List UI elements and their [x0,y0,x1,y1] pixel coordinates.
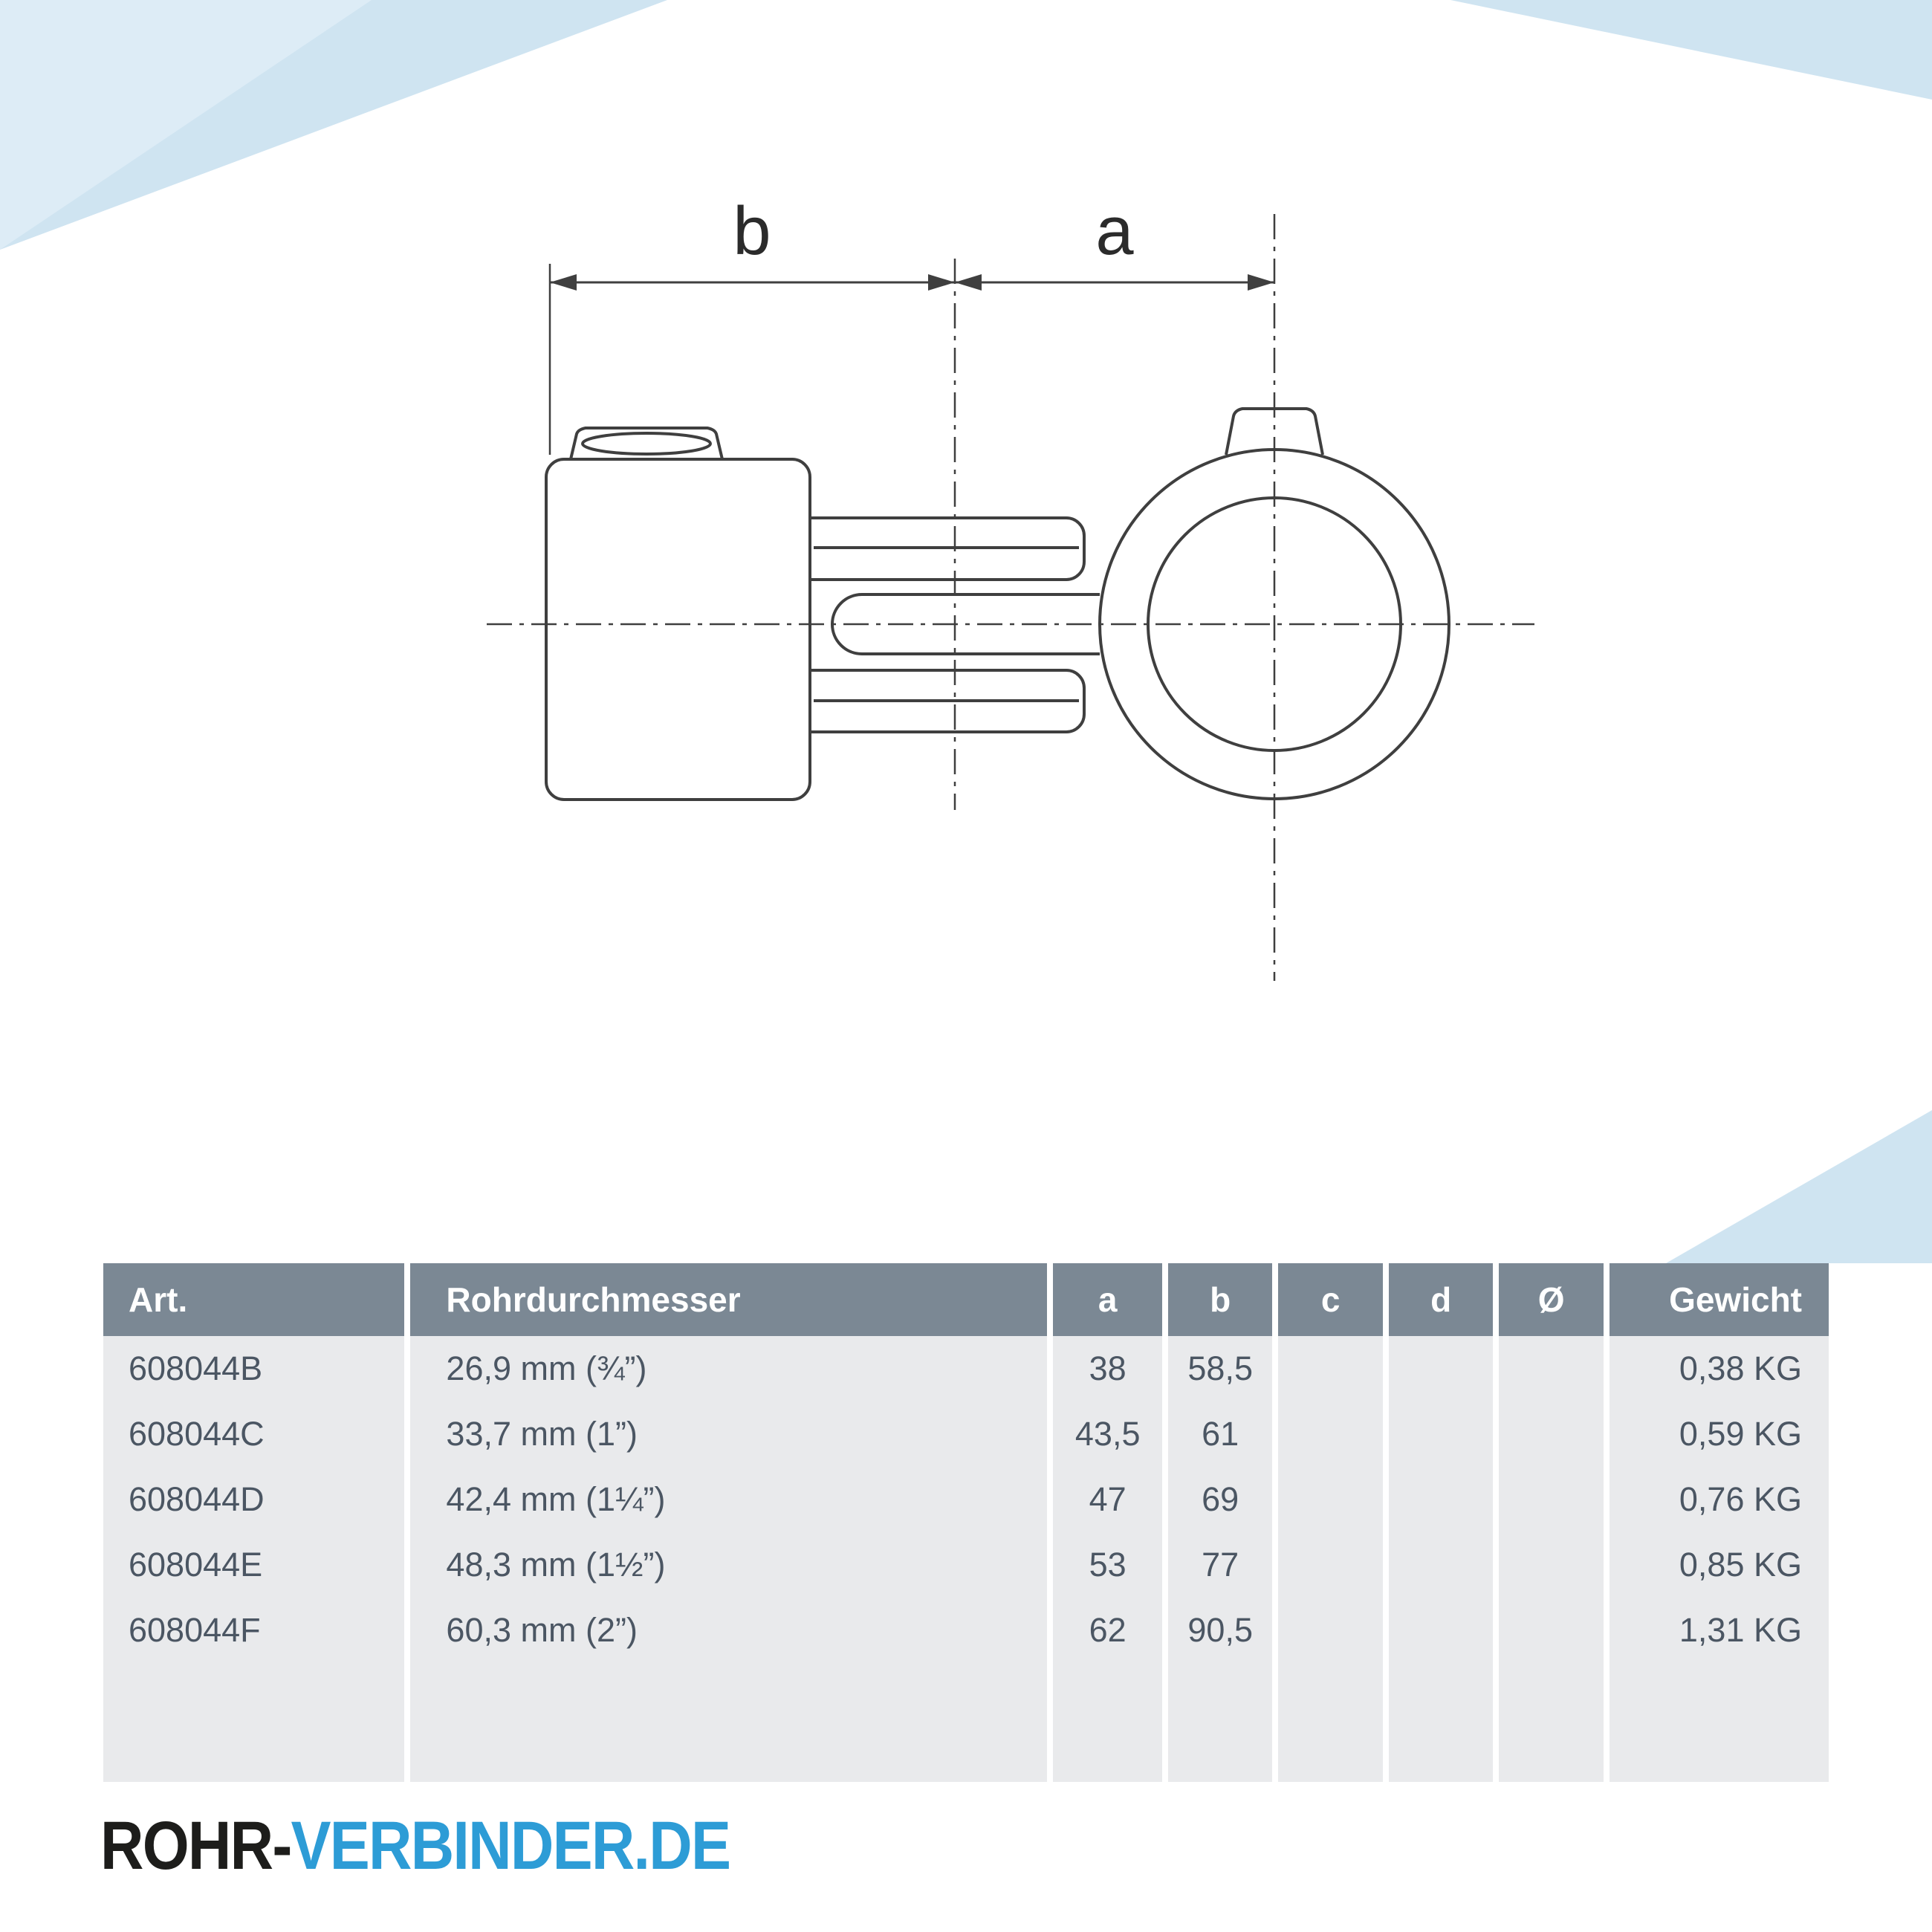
cell-d [1388,1532,1494,1598]
cell-c [1278,1598,1383,1663]
decorative-wedge-mid-right [1666,1110,1932,1263]
side-view-socket [545,427,811,801]
cell-art: 608044D [103,1467,405,1532]
col-header-a: a [1053,1263,1162,1336]
cell-d [1388,1467,1494,1532]
cell-c [1278,1336,1383,1401]
col-header-diameter-symbol: Ø [1499,1263,1604,1336]
cell-a: 53 [1053,1532,1162,1598]
col-header-b: b [1167,1263,1273,1336]
clevis-fork [810,516,1100,733]
cell-weight: 1,31 KG [1609,1598,1829,1663]
cell-b: 61 [1167,1401,1273,1467]
table-row: 608044D 42,4 mm (1¼”) 47 69 0,76 KG [103,1467,1829,1532]
cell-weight: 0,76 KG [1609,1467,1829,1532]
cell-weight: 0,59 KG [1609,1401,1829,1467]
cell-diameter-symbol [1499,1532,1604,1598]
col-header-d: d [1388,1263,1494,1336]
arrowhead-a-left [955,274,982,291]
cell-weight: 0,38 KG [1609,1336,1829,1401]
table-header-row: Art. Rohrdurchmesser a b c d Ø Gewicht [103,1263,1829,1336]
arrowhead-b-left [550,274,577,291]
cell-b: 69 [1167,1467,1273,1532]
cell-diameter-symbol [1499,1598,1604,1663]
cell-b: 58,5 [1167,1336,1273,1401]
cell-d [1388,1401,1494,1467]
cell-a: 62 [1053,1598,1162,1663]
brand-logo-dark-part: ROHR- [100,1808,292,1884]
cell-d [1388,1336,1494,1401]
cell-d [1388,1598,1494,1663]
cell-diameter: 26,9 mm (¾”) [410,1336,1048,1401]
col-header-diameter: Rohrdurchmesser [410,1263,1048,1336]
cell-diameter: 33,7 mm (1”) [410,1401,1048,1467]
dim-label-a: a [1095,193,1134,269]
front-view-ring [1098,407,1450,800]
arrowhead-a-right [1248,274,1274,291]
technical-drawing: b a [487,193,1534,981]
cell-diameter: 42,4 mm (1¼”) [410,1467,1048,1532]
col-header-c: c [1278,1263,1383,1336]
table-row: 608044C 33,7 mm (1”) 43,5 61 0,59 KG [103,1401,1829,1467]
cell-art: 608044C [103,1401,405,1467]
cell-c [1278,1401,1383,1467]
cell-a: 43,5 [1053,1401,1162,1467]
table-row: 608044E 48,3 mm (1½”) 53 77 0,85 KG [103,1532,1829,1598]
cell-diameter-symbol [1499,1401,1604,1467]
cell-diameter-symbol [1499,1336,1604,1401]
cell-art: 608044F [103,1598,405,1663]
cell-b: 90,5 [1167,1598,1273,1663]
dim-label-b: b [733,193,771,269]
cell-a: 38 [1053,1336,1162,1401]
cell-art: 608044E [103,1532,405,1598]
table-row: 608044F 60,3 mm (2”) 62 90,5 1,31 KG [103,1598,1829,1663]
cell-weight: 0,85 KG [1609,1532,1829,1598]
table-row: 608044B 26,9 mm (¾”) 38 58,5 0,38 KG [103,1336,1829,1401]
arrowhead-b-right [928,274,955,291]
col-header-art: Art. [103,1263,405,1336]
cell-b: 77 [1167,1532,1273,1598]
cell-diameter: 60,3 mm (2”) [410,1598,1048,1663]
brand-logo: ROHR-VERBINDER.DE [100,1807,731,1885]
cell-diameter: 48,3 mm (1½”) [410,1532,1048,1598]
brand-logo-blue-part: VERBINDER.DE [291,1808,731,1884]
decorative-wedge-top-right [1450,0,1932,100]
cell-art: 608044B [103,1336,405,1401]
cell-c [1278,1532,1383,1598]
col-header-weight: Gewicht [1609,1263,1829,1336]
table-filler-row [103,1663,1829,1782]
cell-diameter-symbol [1499,1467,1604,1532]
cell-a: 47 [1053,1467,1162,1532]
spec-table: Art. Rohrdurchmesser a b c d Ø Gewicht 6… [97,1263,1835,1782]
cell-c [1278,1467,1383,1532]
